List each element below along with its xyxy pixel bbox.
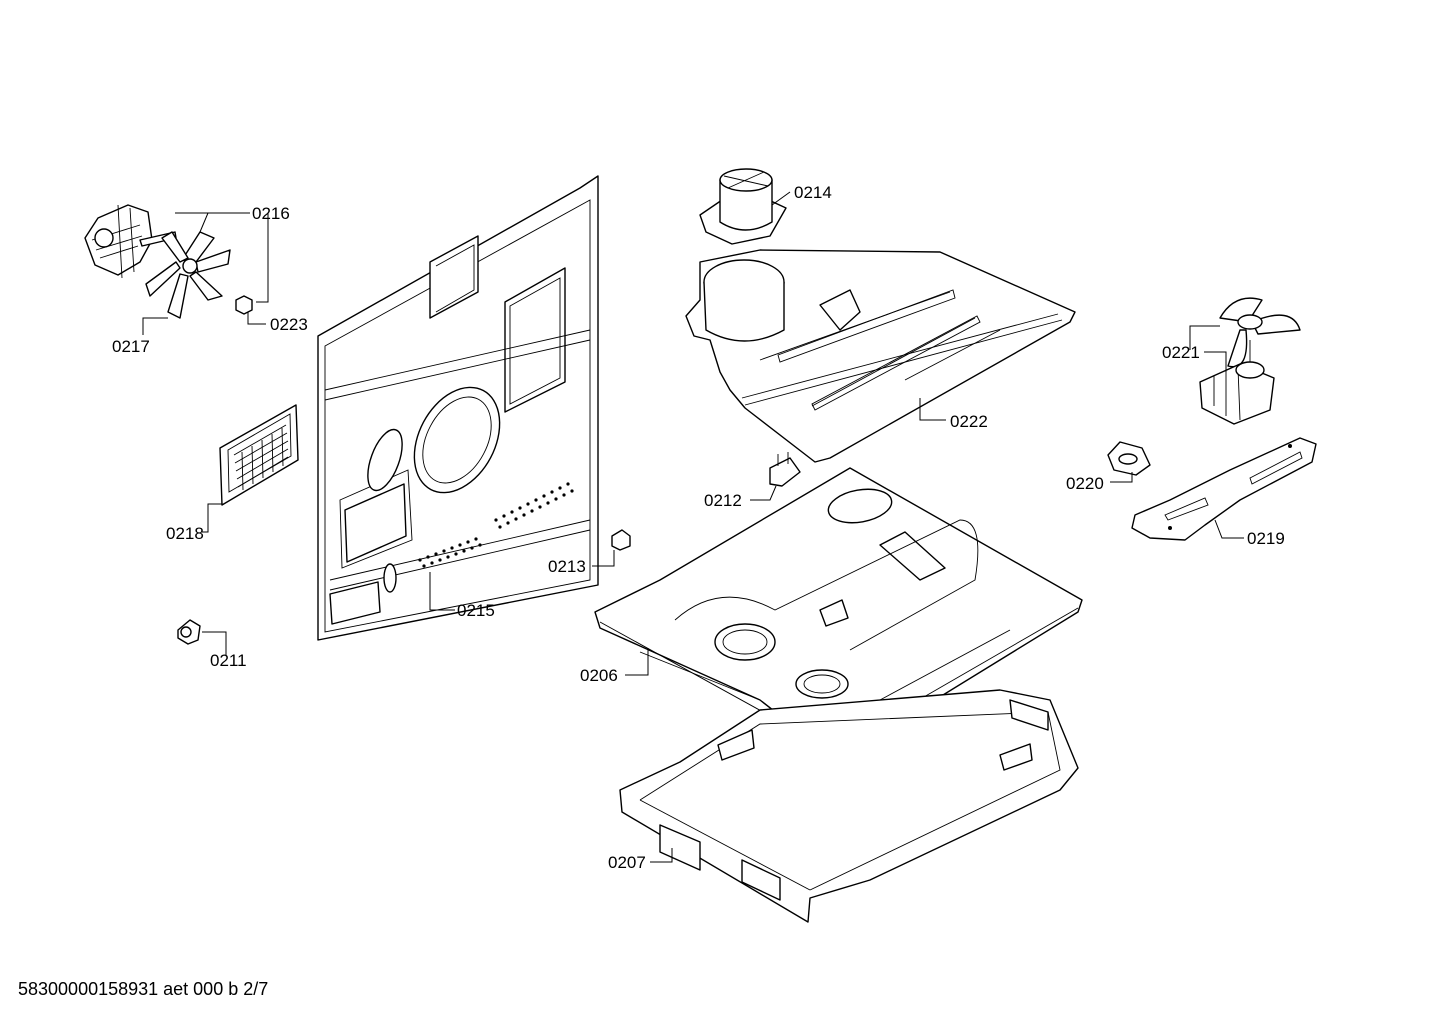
part-0219-mounting-plate	[1131, 437, 1317, 541]
leader-0223	[247, 312, 266, 325]
leader-0221	[1189, 325, 1227, 372]
callout-0221: 0221	[1162, 343, 1200, 362]
leader-0214	[771, 191, 791, 206]
part-0220-bracket	[1107, 441, 1151, 476]
callout-0211: 0211	[210, 651, 247, 670]
part-0217-fan-blade	[145, 231, 231, 319]
callout-0218: 0218	[166, 524, 204, 543]
callout-0215: 0215	[457, 601, 495, 620]
part-0211-clip	[177, 619, 201, 645]
callout-0217: 0217	[112, 337, 150, 356]
part-0221-cooling-fan	[1199, 297, 1301, 425]
leader-0206	[625, 648, 649, 676]
leader-0217	[142, 317, 168, 335]
callout-0212: 0212	[704, 491, 742, 510]
callout-0206: 0206	[580, 666, 618, 685]
leader-0207	[650, 848, 673, 863]
part-0213-clip	[611, 529, 631, 551]
callout-0220: 0220	[1066, 474, 1104, 493]
callout-0223: 0223	[270, 315, 308, 334]
part-0215-rear-panel	[317, 175, 599, 641]
callout-0222: 0222	[950, 412, 988, 431]
part-0223-nut	[235, 295, 253, 315]
leader-0213	[592, 550, 615, 567]
part-0214-duct-ring	[699, 168, 787, 245]
part-0222-air-duct	[685, 249, 1076, 463]
leader-0222	[919, 398, 946, 421]
part-0218-vent-grille	[219, 404, 299, 506]
callout-0219: 0219	[1247, 529, 1285, 548]
callout-0213: 0213	[548, 557, 586, 576]
part-0206-base-plate	[594, 467, 1083, 757]
part-0216-fan-motor	[84, 204, 177, 279]
callout-0214: 0214	[794, 183, 832, 202]
leader-0220	[1110, 472, 1133, 483]
callout-0207: 0207	[608, 853, 646, 872]
leader-0219	[1214, 519, 1244, 539]
leader-0218	[202, 503, 222, 533]
part-0207-bottom-tray	[619, 689, 1079, 923]
leader-0216	[175, 212, 269, 303]
leader-0212	[750, 485, 777, 501]
part-0212-switch	[769, 452, 801, 487]
callout-0216: 0216	[252, 204, 290, 223]
leader-0215	[429, 572, 455, 611]
panel-perforations	[418, 482, 574, 568]
leader-0211	[202, 631, 227, 655]
document-reference-footer: 58300000158931 aet 000 b 2/7	[18, 979, 269, 999]
